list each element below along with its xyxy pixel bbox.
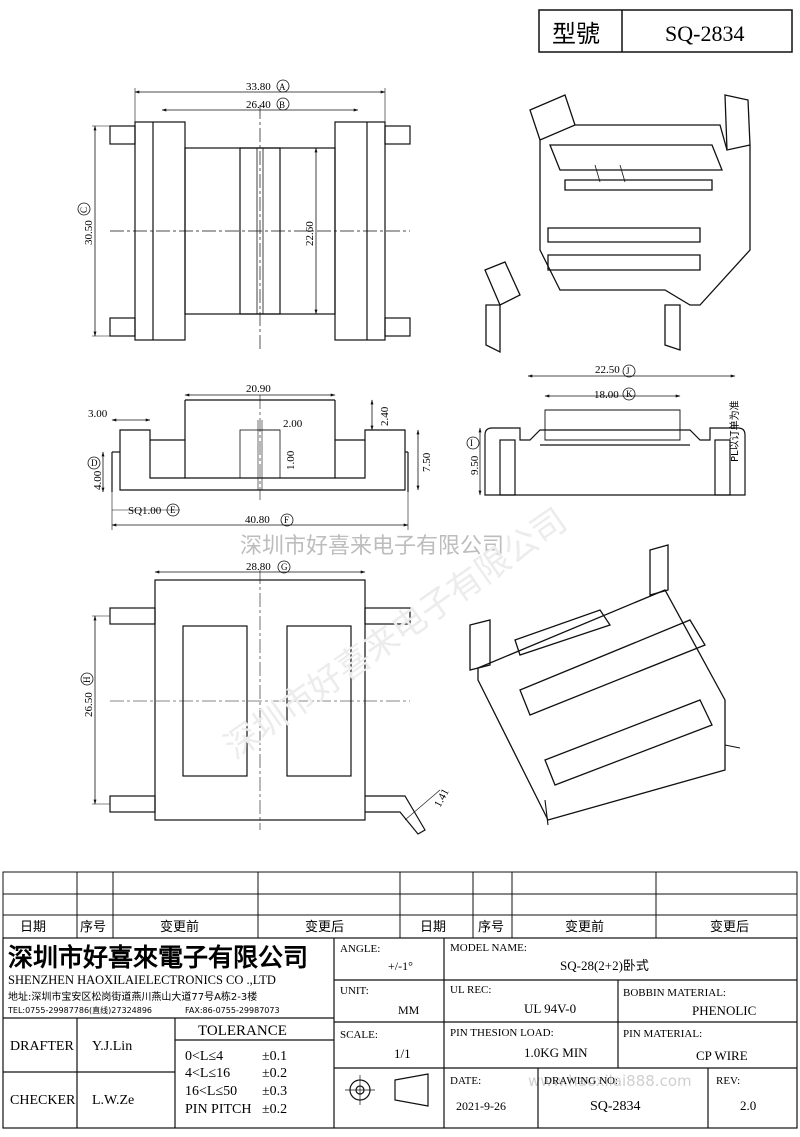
- checker-label: CHECKER: [10, 1093, 76, 1108]
- letter-b: B: [279, 100, 285, 110]
- letter-f: F: [284, 515, 289, 525]
- company-name-en: SHENZHEN HAOXILAIELECTRONICS CO .,LTD: [8, 973, 276, 987]
- tolerance-val-3: ±0.3: [262, 1084, 287, 1099]
- drafter-value: Y.J.Lin: [92, 1039, 132, 1054]
- side-view: [466, 364, 746, 496]
- letter-k: K: [626, 389, 633, 399]
- rev-value: 2.0: [740, 1098, 756, 1113]
- rev-header-after-2: 变更后: [710, 919, 749, 935]
- tolerance-title: TOLERANCE: [198, 1023, 287, 1039]
- rev-header-before-2: 变更前: [565, 919, 604, 935]
- angle-value: +/-1°: [388, 959, 413, 973]
- letter-g: G: [281, 562, 288, 572]
- checker-value: L.W.Ze: [92, 1093, 134, 1108]
- rev-header-no-2: 序号: [478, 920, 504, 935]
- pin-load-value: 1.0KG MIN: [524, 1045, 588, 1060]
- tolerance-val-4: ±0.2: [262, 1102, 287, 1117]
- dim-center-height: 22.60: [304, 221, 316, 246]
- company-name-cn: 深圳市好喜來電子有限公司: [8, 943, 308, 972]
- letter-i: I: [470, 438, 473, 448]
- letter-e: E: [170, 505, 176, 515]
- dim-2: 2.00: [283, 418, 303, 430]
- dim-front-width: 20.90: [246, 383, 271, 395]
- bobbin-label: BOBBIN MATERIAL:: [623, 987, 726, 999]
- unit-value: MM: [398, 1003, 420, 1017]
- letter-h: H: [82, 676, 92, 683]
- tolerance-range-2: 4<L≤16: [185, 1066, 230, 1081]
- tolerance-val-2: ±0.2: [262, 1066, 287, 1081]
- letter-j: J: [626, 366, 630, 376]
- company-fax: FAX:86-0755-29987073: [185, 1006, 280, 1015]
- tolerance-range-3: 16<L≤50: [185, 1084, 237, 1099]
- dim-a: 33.80: [246, 81, 271, 93]
- date-label: DATE:: [450, 1075, 481, 1087]
- dim-f: 40.80: [245, 514, 270, 526]
- tolerance-range-4: PIN PITCH: [185, 1102, 252, 1117]
- bottom-view: [80, 560, 441, 835]
- watermark-company: 深圳市好喜来电子有限公司: [240, 534, 504, 559]
- date-value: 2021-9-26: [456, 1099, 506, 1113]
- letter-a: A: [279, 82, 286, 92]
- dim-g: 28.80: [246, 561, 271, 573]
- pin-note: PL以订单为准: [729, 400, 741, 462]
- rev-header-date-1: 日期: [20, 920, 46, 935]
- drawing-no-label: DRAWING NO:: [544, 1075, 618, 1087]
- dim-1-41: 1.41: [432, 787, 452, 810]
- rev-label: REV:: [716, 1075, 740, 1087]
- tolerance-range-1: 0<L≤4: [185, 1049, 223, 1064]
- dim-c: 30.50: [83, 220, 95, 245]
- dim-k: 18.00: [594, 389, 619, 401]
- rev-header-after-1: 变更后: [305, 919, 344, 935]
- dim-2-40: 2.40: [379, 406, 391, 426]
- dim-3: 3.00: [88, 408, 108, 420]
- tolerance-val-1: ±0.1: [262, 1049, 287, 1064]
- unit-label: UNIT:: [340, 985, 369, 997]
- angle-label: ANGLE:: [340, 943, 380, 955]
- scale-label: SCALE:: [340, 1029, 378, 1041]
- dim-7-50: 7.50: [421, 452, 433, 472]
- letter-d: D: [91, 458, 98, 468]
- header-box: 型號 SQ-2834: [538, 9, 793, 53]
- watermark-url: www.haoxilai888.com: [528, 1072, 692, 1090]
- dim-i: 9.50: [469, 455, 481, 475]
- model-label: 型號: [552, 21, 600, 48]
- model-name-label: MODEL NAME:: [450, 942, 527, 954]
- bobbin-value: PHENOLIC: [692, 1003, 756, 1018]
- dim-j: 22.50: [595, 364, 620, 376]
- drawing-no-value: SQ-2834: [590, 1099, 641, 1114]
- isometric-view-top: [484, 94, 751, 354]
- model-number: SQ-2834: [665, 21, 744, 46]
- title-block: [2, 937, 798, 1129]
- dim-b: 26.40: [246, 99, 271, 111]
- dim-e: SQ1.00: [128, 505, 162, 517]
- dim-h: 26.50: [83, 692, 95, 717]
- rev-header-before-1: 变更前: [160, 919, 199, 935]
- company-address: 地址:深圳市宝安区松岗街道燕川燕山大道77号A栋2-3楼: [8, 990, 257, 1003]
- rev-header-date-2: 日期: [420, 920, 446, 935]
- dim-1: 1.00: [285, 450, 297, 470]
- isometric-view-bottom: [469, 544, 741, 826]
- pin-material-value: CP WIRE: [696, 1048, 748, 1063]
- dim-d: 4.00: [92, 470, 104, 490]
- drafter-label: DRAFTER: [10, 1039, 74, 1054]
- company-tel: TEL:0755-29987786(直线)27324896: [7, 1005, 152, 1015]
- model-name-value: SQ-28(2+2)卧式: [560, 958, 649, 973]
- scale-value: 1/1: [394, 1046, 411, 1061]
- letter-c: C: [79, 207, 89, 213]
- rev-header-no-1: 序号: [80, 920, 106, 935]
- pin-load-label: PIN THESION LOAD:: [450, 1027, 554, 1039]
- pin-material-label: PIN MATERIAL:: [623, 1028, 702, 1040]
- ul-value: UL 94V-0: [524, 1001, 576, 1016]
- revision-table: [2, 871, 798, 939]
- top-view: [77, 79, 411, 350]
- front-view: [87, 393, 420, 530]
- ul-label: UL REC:: [450, 984, 491, 996]
